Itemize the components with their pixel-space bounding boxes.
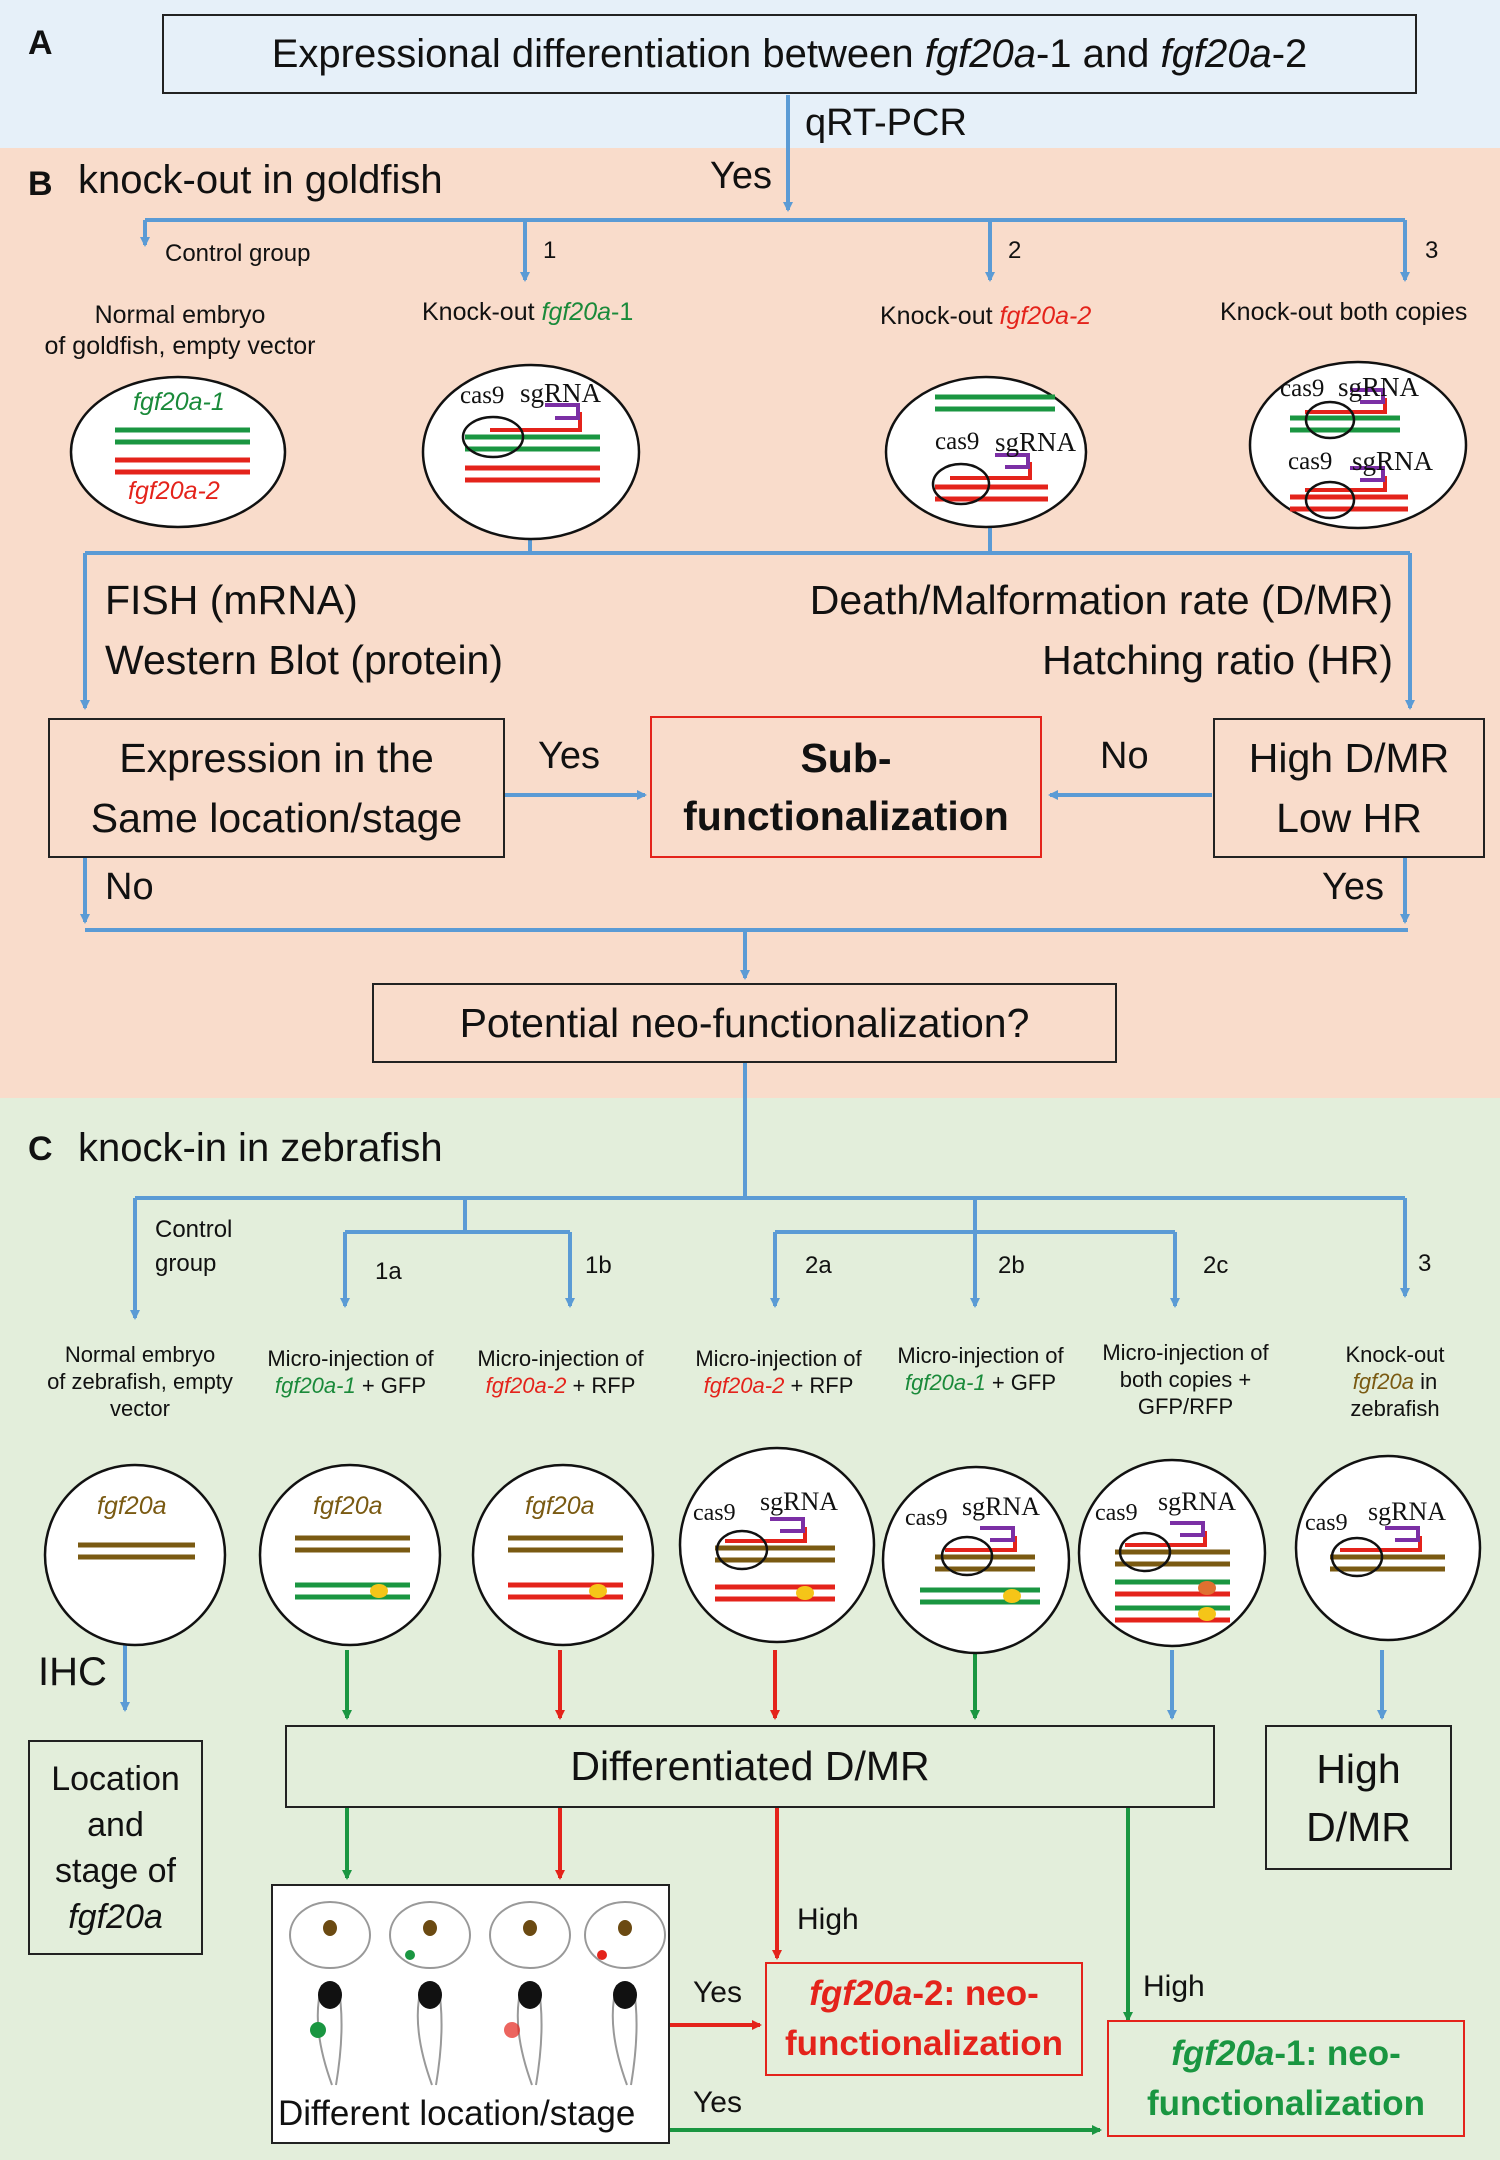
panel-a-letter: A	[28, 24, 53, 62]
differentiated-dmr-box: Differentiated D/MR	[285, 1725, 1215, 1808]
yes-label-green: Yes	[693, 2086, 742, 2119]
branch-c3-label: 3	[1418, 1250, 1432, 1277]
yes-label-red: Yes	[693, 1976, 742, 2009]
no-to-sub: No	[1100, 735, 1149, 777]
c-2b-desc: Micro-injection of fgf20a-1 + GFP	[897, 1343, 1064, 1395]
methods-right: Death/Malformation rate (D/MR) Hatching …	[809, 577, 1393, 683]
panel-b-background	[0, 148, 1500, 1098]
high-dmr-box: High D/MR	[1265, 1725, 1452, 1870]
c2c-sgrna: sgRNA	[1158, 1487, 1237, 1516]
ko2-desc: Knock-out fgf20a-2	[880, 302, 1092, 330]
high-dmr-low-hr-box: High D/MR Low HR	[1213, 718, 1485, 858]
location-stage-box: Location and stage of fgf20a	[28, 1740, 203, 1955]
c-3-desc: Knock-out fgf20a in zebrafish	[1345, 1342, 1445, 1421]
c-1b-desc: Micro-injection of fgf20a-2 + RFP	[477, 1346, 644, 1398]
c2a-cas9: cas9	[693, 1500, 736, 1526]
ko2-cas9: cas9	[935, 428, 980, 455]
c-embryo-gene-control: fgf20a	[97, 1492, 167, 1520]
c3-sgrna: sgRNA	[1368, 1497, 1447, 1526]
ko-both-desc: Knock-out both copies	[1220, 298, 1468, 326]
neo2-box: fgf20a-2: neo- functionalization	[765, 1962, 1083, 2076]
panel-a-background	[0, 0, 1500, 148]
branch-c-control-label: Control group	[155, 1216, 233, 1277]
ko1-desc: Knock-out fgf20a-1	[422, 298, 634, 326]
c-control-desc: Normal embryo of zebrafish, empty vector	[47, 1342, 233, 1421]
panel-c-title: knock-in in zebrafish	[78, 1126, 443, 1170]
c-embryo-gene-1a: fgf20a	[313, 1492, 383, 1520]
kob-sgrna-2: sgRNA	[1352, 446, 1434, 476]
c-1a-desc: Micro-injection of fgf20a-1 + GFP	[267, 1346, 434, 1398]
ihc-label: IHC	[38, 1650, 107, 1694]
panel-a-title: Expressional differentiation between fgf…	[271, 31, 1308, 76]
c2c-cas9: cas9	[1095, 1500, 1138, 1526]
branch-2c-label: 2c	[1203, 1252, 1229, 1279]
ko1-sgrna: sgRNA	[520, 378, 602, 408]
branch-2a-label: 2a	[805, 1252, 832, 1279]
panel-a-title-box: Expressional differentiation between fgf…	[162, 14, 1417, 94]
different-location-label: Different location/stage	[278, 2094, 636, 2133]
kob-sgrna-1: sgRNA	[1338, 372, 1420, 402]
panel-c-letter: C	[28, 1130, 53, 1168]
branch-2-label: 2	[1008, 237, 1022, 264]
control-embryo-desc: Normal embryo of goldfish, empty vector	[44, 301, 316, 360]
c-2c-desc: Micro-injection of both copies + GFP/RFP	[1102, 1340, 1269, 1419]
branch-1-label: 1	[543, 237, 557, 264]
kob-cas9-2: cas9	[1288, 448, 1333, 475]
high-label-green: High	[1143, 1970, 1205, 2003]
sub-functionalization-box: Sub- functionalization	[650, 716, 1042, 858]
high-label-red: High	[797, 1903, 859, 1936]
qrt-pcr-label: qRT-PCR	[805, 102, 967, 144]
panel-b-yes: Yes	[710, 155, 772, 197]
methods-left: FISH (mRNA) Western Blot (protein)	[105, 577, 504, 683]
panel-b-letter: B	[28, 165, 53, 203]
expression-box: Expression in the Same location/stage	[48, 718, 505, 858]
c-2a-desc: Micro-injection of fgf20a-2 + RFP	[695, 1346, 862, 1398]
c3-cas9: cas9	[1305, 1510, 1348, 1536]
branch-control-label: Control group	[165, 240, 311, 267]
embryo-gene2-label: fgf20a-2	[128, 477, 220, 505]
branch-1a-label: 1a	[375, 1258, 402, 1285]
c-embryo-gene-1b: fgf20a	[525, 1492, 595, 1520]
ko2-sgrna: sgRNA	[995, 427, 1077, 457]
embryo-gene1-label: fgf20a-1	[133, 388, 225, 416]
branch-2b-label: 2b	[998, 1252, 1025, 1279]
kob-cas9-1: cas9	[1280, 375, 1325, 402]
branch-3-label: 3	[1425, 237, 1439, 264]
c2b-sgrna: sgRNA	[962, 1492, 1041, 1521]
branch-1b-label: 1b	[585, 1252, 612, 1279]
yes-right-label: Yes	[1322, 866, 1384, 908]
c2a-sgrna: sgRNA	[760, 1487, 839, 1516]
potential-neo-box: Potential neo-functionalization?	[372, 983, 1117, 1063]
yes-to-sub: Yes	[538, 735, 600, 777]
c2b-cas9: cas9	[905, 1505, 948, 1531]
panel-b-title: knock-out in goldfish	[78, 158, 443, 202]
neo1-box: fgf20a-1: neo- functionalization	[1107, 2020, 1465, 2137]
no-left-label: No	[105, 866, 154, 908]
ko1-cas9: cas9	[460, 382, 505, 409]
